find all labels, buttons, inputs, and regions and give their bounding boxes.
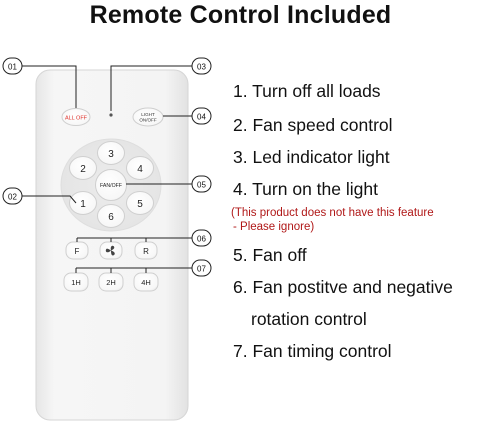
callout-01-label: 01 — [8, 63, 17, 72]
light-label-line2: ON/OFF — [139, 118, 157, 123]
fan-icon — [105, 245, 115, 256]
fan-off-label: FAN/OFF — [100, 183, 122, 189]
speed-button-4[interactable]: 4 — [126, 156, 154, 180]
callout-04-label: 04 — [197, 113, 206, 122]
speed-button-5[interactable]: 5 — [126, 191, 154, 215]
callout-01: 01 — [2, 57, 23, 75]
fan-off-button[interactable]: FAN/OFF — [95, 169, 127, 201]
forward-button[interactable]: F — [65, 241, 89, 260]
callout-04: 04 — [191, 107, 212, 125]
legend-item-7: 7. Fan timing control — [233, 341, 392, 361]
callout-03: 03 — [191, 57, 212, 75]
legend-item-2: 2. Fan speed control — [233, 115, 393, 135]
legend-item-4-note-line1: (This product does not have this feature — [231, 207, 434, 219]
callout-03-label: 03 — [197, 63, 206, 72]
callout-07: 07 — [191, 259, 212, 277]
callout-06: 06 — [191, 229, 212, 247]
speed-button-2[interactable]: 2 — [69, 156, 97, 180]
legend-item-5: 5. Fan off — [233, 245, 307, 265]
legend-item-6: 6. Fan postitve and negative — [233, 277, 453, 297]
timer-2h-label: 2H — [106, 278, 116, 287]
all-off-button[interactable]: ALL OFF — [61, 108, 91, 126]
callout-05: 05 — [191, 175, 212, 193]
legend-item-6-cont: rotation control — [251, 309, 367, 329]
speed-label-4: 4 — [137, 164, 143, 175]
legend-item-3: 3. Led indicator light — [233, 147, 390, 167]
timer-1h-button[interactable]: 1H — [63, 272, 89, 292]
page-title: Remote Control Included — [89, 1, 392, 29]
callout-02: 02 — [2, 187, 23, 205]
speed-label-3: 3 — [108, 149, 114, 160]
forward-label: F — [75, 247, 80, 256]
speed-label-2: 2 — [80, 164, 86, 175]
timer-1h-label: 1H — [71, 278, 81, 287]
callout-07-label: 07 — [197, 265, 206, 274]
timer-4h-button[interactable]: 4H — [133, 272, 159, 292]
light-label-line1: LIGHT — [141, 112, 155, 117]
led-indicator — [109, 113, 113, 117]
legend-item-4: 4. Turn on the light — [233, 179, 378, 199]
speed-button-6[interactable]: 6 — [97, 204, 125, 228]
speed-label-6: 6 — [108, 212, 114, 223]
speed-button-1[interactable]: 1 — [69, 191, 97, 215]
callout-06-label: 06 — [197, 235, 206, 244]
timer-2h-button[interactable]: 2H — [98, 272, 124, 292]
speed-label-1: 1 — [80, 199, 86, 210]
callout-lines — [21, 65, 193, 273]
reverse-button[interactable]: R — [134, 241, 158, 260]
light-button[interactable]: LIGHT ON/OFF — [132, 107, 164, 127]
reverse-label: R — [143, 247, 149, 256]
all-off-label: ALL OFF — [65, 116, 88, 122]
speed-button-3[interactable]: 3 — [97, 141, 125, 165]
callout-05-label: 05 — [197, 181, 206, 190]
legend-item-4-note-line2: - Please ignore) — [233, 221, 315, 233]
speed-label-5: 5 — [137, 199, 143, 210]
timer-4h-label: 4H — [141, 278, 151, 287]
fan-mode-button[interactable] — [99, 241, 123, 260]
callout-02-label: 02 — [8, 193, 17, 202]
legend-item-1: 1. Turn off all loads — [233, 81, 381, 101]
